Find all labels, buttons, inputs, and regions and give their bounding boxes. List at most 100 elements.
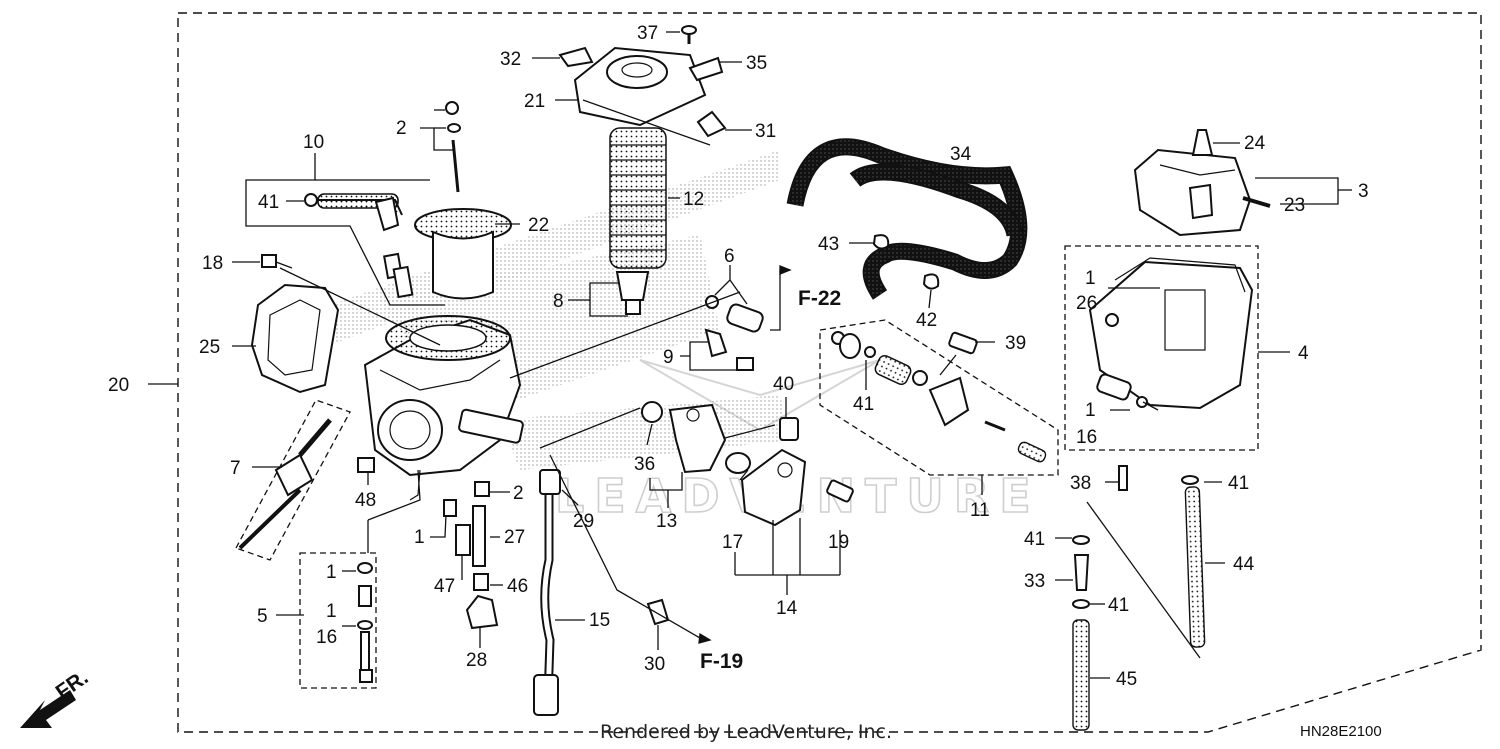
- clamp-42: [922, 273, 940, 290]
- callout-labels: 20 10 41 2 22 18 25 7 48 5 1 1 16 37 32 …: [108, 23, 1369, 690]
- footer-credit: Rendered by LeadVenture, Inc.: [600, 721, 892, 743]
- callout-39: 39: [1005, 333, 1026, 354]
- callout-22: 22: [528, 215, 549, 236]
- callout-37: 37: [637, 23, 658, 44]
- callout-34: 34: [950, 144, 972, 165]
- callout-1b: 1: [326, 601, 337, 622]
- callout-42: 42: [916, 310, 937, 331]
- leader-lines: [148, 31, 1352, 689]
- screw-48: [357, 457, 375, 473]
- callout-27: 27: [504, 527, 525, 548]
- callout-32: 32: [500, 49, 521, 70]
- float-valve-24: [1191, 129, 1214, 156]
- callout-2b: 2: [513, 483, 524, 504]
- callout-29: 29: [573, 511, 594, 532]
- callout-26: 26: [1076, 293, 1097, 314]
- callout-38: 38: [1070, 473, 1091, 494]
- callout-14: 14: [776, 598, 798, 619]
- diaphragm-22: [414, 208, 512, 300]
- callout-16b: 16: [1076, 427, 1097, 448]
- callout-41a: 41: [258, 192, 279, 213]
- callout-43: 43: [818, 234, 839, 255]
- callout-5: 5: [257, 606, 268, 627]
- screw-2b: [474, 481, 490, 497]
- callout-45: 45: [1116, 669, 1137, 690]
- jet-27: [472, 505, 486, 567]
- callout-10: 10: [303, 132, 324, 153]
- callout-1e: 1: [414, 527, 425, 548]
- reference-f19: F-19: [700, 650, 743, 673]
- screw-9: [736, 357, 754, 371]
- clip-35: [688, 56, 724, 82]
- callout-11: 11: [970, 500, 990, 521]
- callout-6: 6: [724, 246, 735, 267]
- float-pin-23: [1242, 196, 1271, 208]
- callout-25: 25: [199, 337, 220, 358]
- needle-holder-8: [615, 271, 650, 315]
- jet-needle-2: [445, 101, 461, 193]
- pilot-jet-1: [443, 499, 457, 517]
- holder-28: [465, 594, 499, 630]
- callout-41e: 41: [1108, 595, 1129, 616]
- screw-40: [779, 417, 799, 441]
- callout-41b: 41: [853, 394, 874, 415]
- top-cover: [250, 283, 340, 394]
- front-direction-arrow: FR.: [20, 666, 93, 728]
- callout-46: 46: [507, 576, 528, 597]
- throttle-sensor-14: [725, 448, 854, 527]
- callout-7: 7: [230, 458, 241, 479]
- callout-40: 40: [773, 374, 794, 395]
- breather-hose-34: [786, 138, 1028, 300]
- sensor-bracket-13: [641, 401, 727, 474]
- callout-44: 44: [1233, 554, 1255, 575]
- callout-23: 23: [1284, 195, 1305, 216]
- reference-f22: F-22: [798, 287, 841, 310]
- carburetor-body: [363, 315, 524, 501]
- top-cap-21: [573, 46, 707, 127]
- diagram-code: HN28E2100: [1300, 723, 1382, 740]
- clamp-43: [872, 234, 890, 250]
- screw-18: [261, 254, 293, 269]
- callout-41d: 41: [1024, 529, 1045, 550]
- callout-48: 48: [355, 490, 376, 511]
- pilot-screw-7: [238, 418, 332, 550]
- callout-2a: 2: [396, 118, 407, 139]
- callout-1d: 1: [1085, 400, 1096, 421]
- callout-17: 17: [722, 532, 743, 553]
- callout-1a: 1: [326, 562, 337, 583]
- float-chamber-4: [1088, 257, 1254, 410]
- callout-3: 3: [1358, 181, 1369, 202]
- callout-12: 12: [683, 189, 704, 210]
- callout-20: 20: [108, 375, 129, 396]
- callout-15: 15: [589, 610, 610, 631]
- fitting-30: [646, 598, 670, 626]
- callout-16a: 16: [316, 627, 337, 648]
- callout-24: 24: [1244, 133, 1266, 154]
- fuel-hose-10: [304, 193, 414, 299]
- mixture-screw-5: [357, 562, 373, 683]
- assembly-boundary: [177, 12, 1482, 733]
- spring-12: [609, 127, 667, 269]
- clip-31: [696, 110, 727, 138]
- callout-47: 47: [434, 576, 455, 597]
- clip-32: [558, 46, 594, 68]
- jet-46: [473, 573, 489, 591]
- callout-28: 28: [466, 650, 487, 671]
- screw-47: [455, 524, 471, 556]
- callout-8: 8: [553, 291, 564, 312]
- callout-1c: 1: [1085, 268, 1096, 289]
- callout-9: 9: [663, 347, 674, 368]
- screw-37: [681, 25, 697, 44]
- callout-21: 21: [524, 91, 545, 112]
- callout-19: 19: [828, 532, 849, 553]
- callout-35: 35: [746, 53, 767, 74]
- callout-36: 36: [634, 454, 655, 475]
- callout-4: 4: [1298, 343, 1309, 364]
- callout-41c: 41: [1228, 473, 1249, 494]
- callout-31: 31: [755, 121, 776, 142]
- callout-30: 30: [644, 654, 665, 675]
- accelerator-pump-11: [831, 331, 1047, 463]
- screw-39: [948, 331, 978, 355]
- bracket-9: [704, 328, 728, 358]
